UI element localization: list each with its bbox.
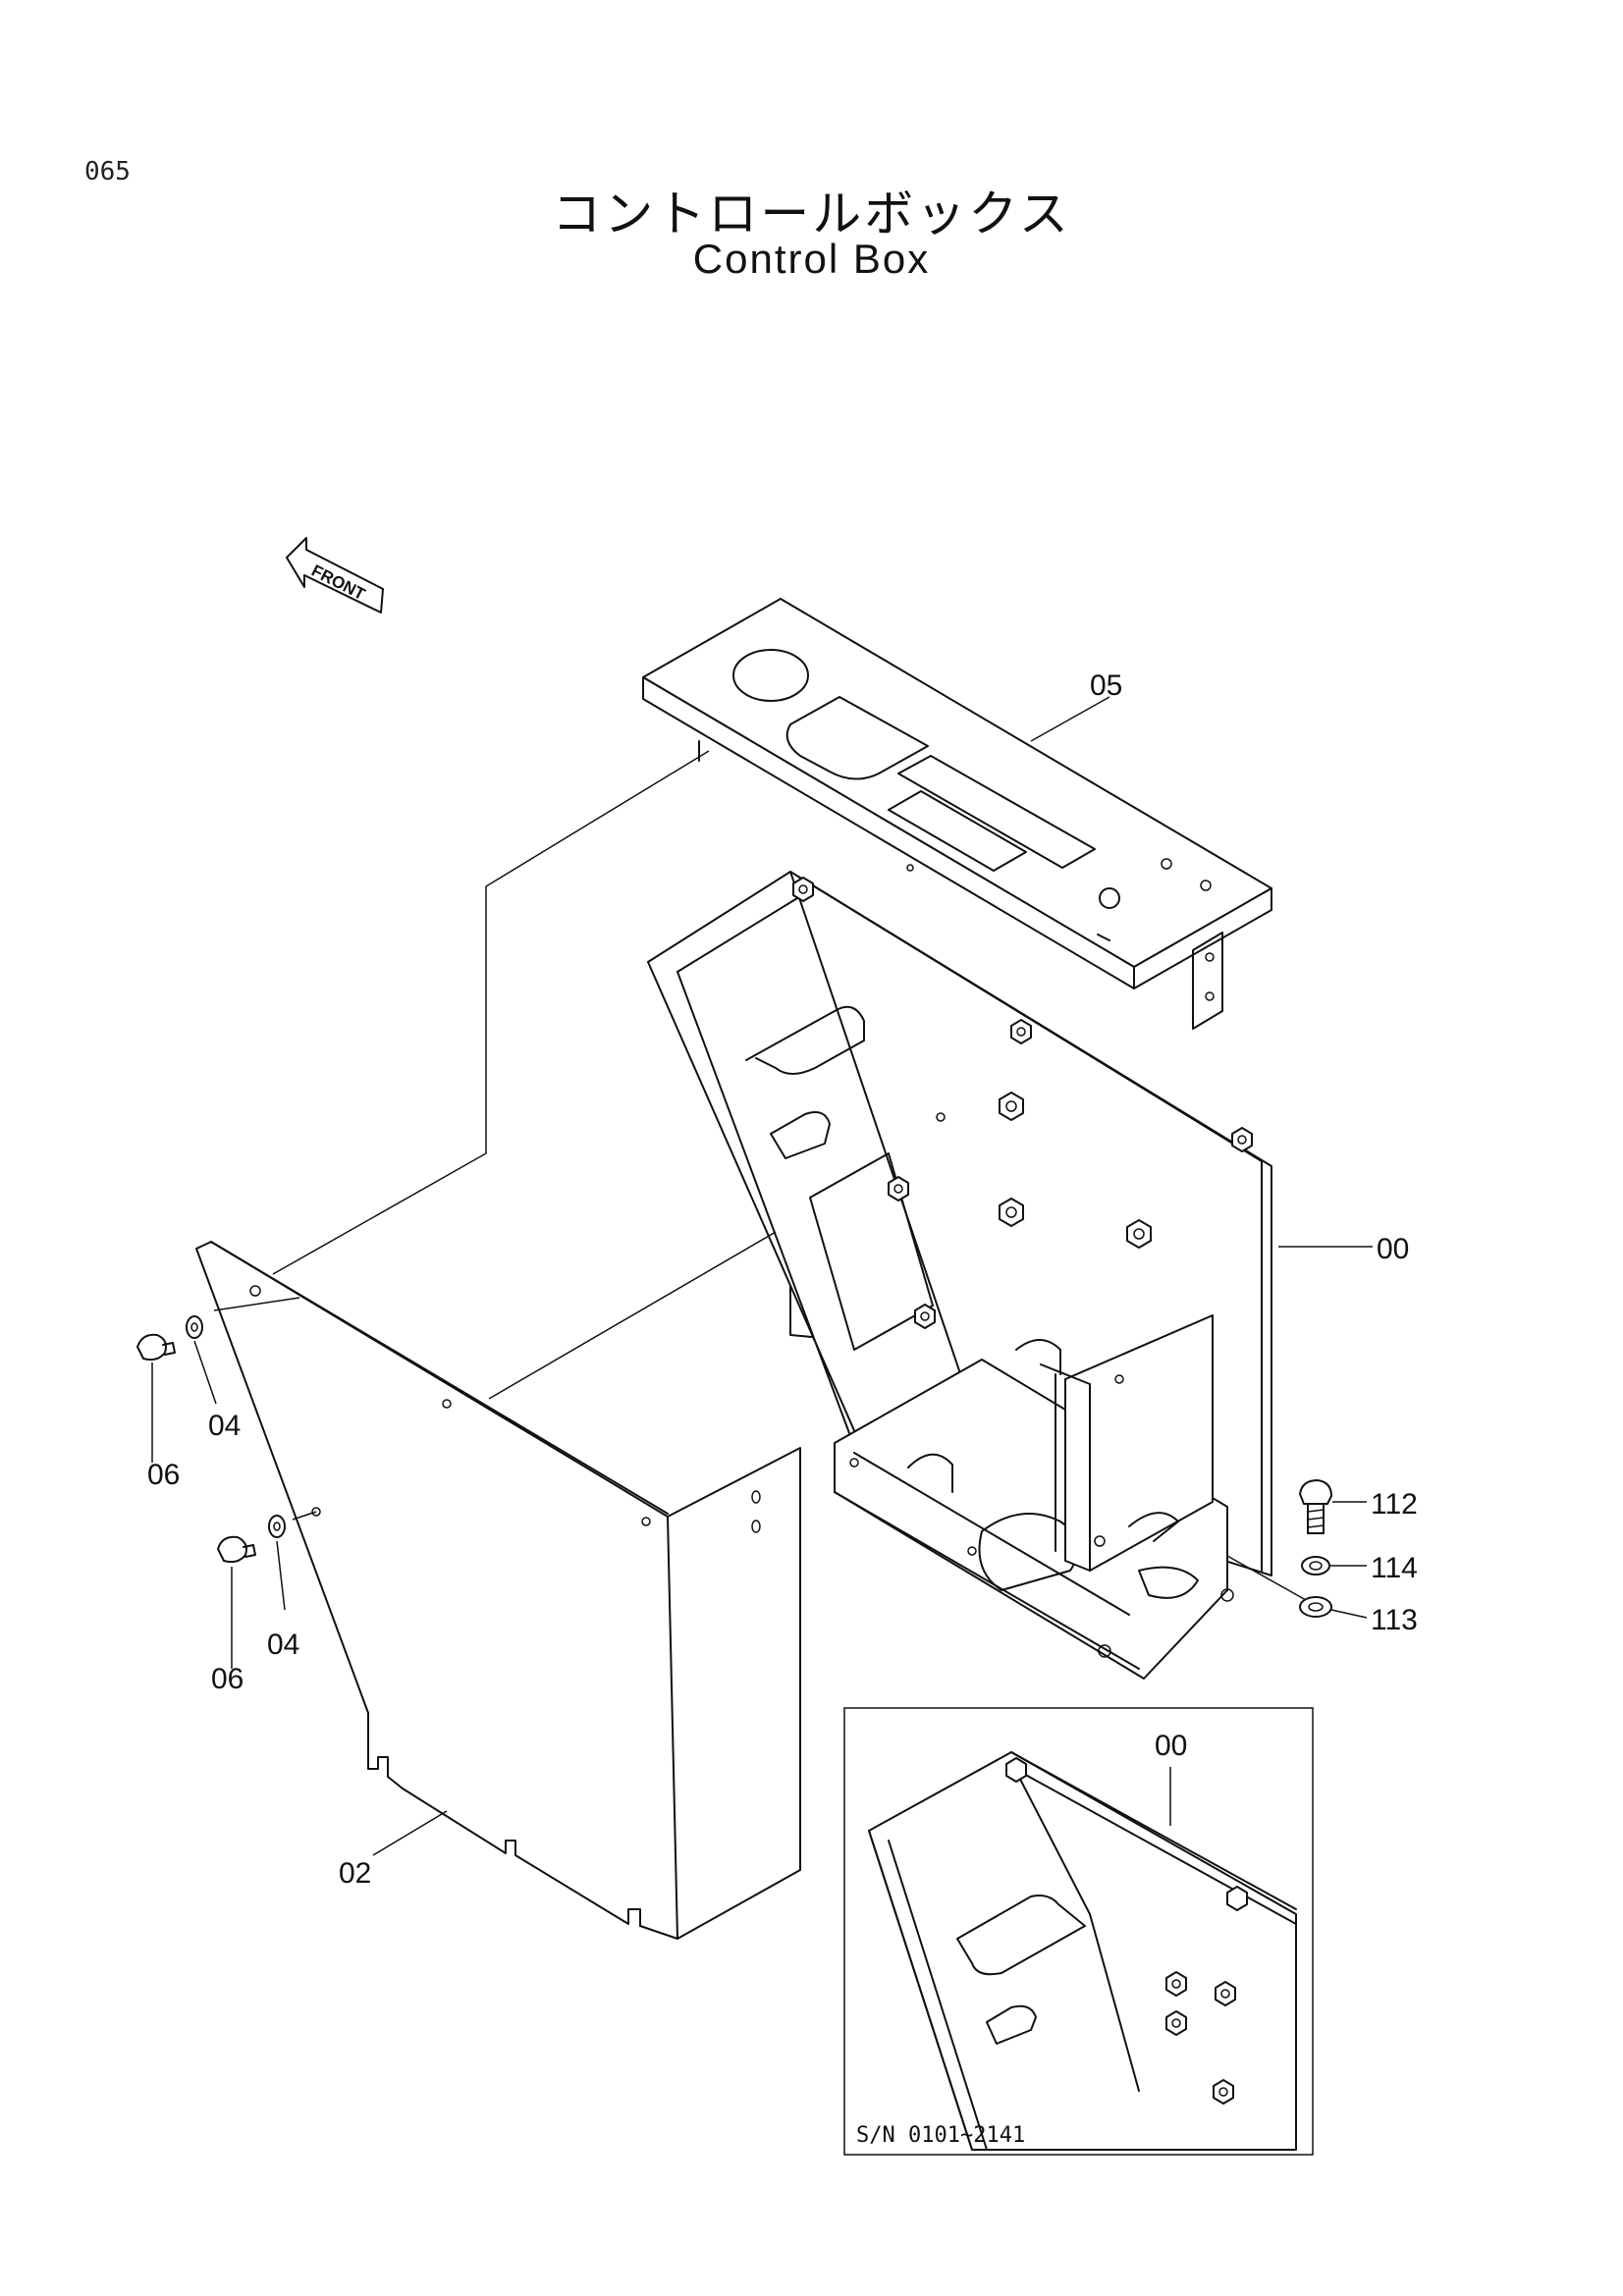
bolt-06-lower [217,1535,256,1564]
callout-06-upper: 06 [147,1459,180,1491]
inset-detail-box: 00 S/N 0101~2141 [843,1707,1314,2156]
page-title-english: Control Box [692,236,931,282]
leader-04-upper [193,1340,217,1405]
callout-112: 112 [1371,1488,1418,1521]
washer-113 [1299,1596,1332,1618]
page-number: 065 [84,157,131,187]
callout-02: 02 [339,1857,371,1890]
callout-04-upper: 04 [208,1410,241,1442]
washer-04-upper [186,1315,203,1339]
callout-00: 00 [1377,1233,1409,1265]
assembly-guide-lines [213,750,1307,1601]
callout-06-lower: 06 [211,1663,243,1695]
inset-callout-00: 00 [1155,1730,1187,1762]
page-title-japanese: コントロールボックス [552,186,1071,242]
bolt-112 [1299,1479,1332,1534]
front-cover-panel [195,1241,801,1940]
bolt-06-upper [136,1333,176,1362]
serial-number-range: S/N 0101~2141 [856,2123,1025,2148]
front-direction-arrow: FRONT [286,537,384,614]
washer-04-lower [268,1515,286,1538]
callout-05: 05 [1090,669,1122,702]
leader-02 [372,1810,448,1856]
callout-04-lower: 04 [267,1629,299,1661]
control-box-body [647,871,1272,1680]
spring-washer-114 [1301,1556,1330,1575]
leader-05 [1030,696,1110,742]
callout-114: 114 [1371,1552,1418,1584]
callout-113: 113 [1371,1604,1418,1636]
leader-04-lower [276,1540,286,1611]
top-cover-plate [642,598,1272,1030]
leader-113 [1330,1609,1368,1619]
